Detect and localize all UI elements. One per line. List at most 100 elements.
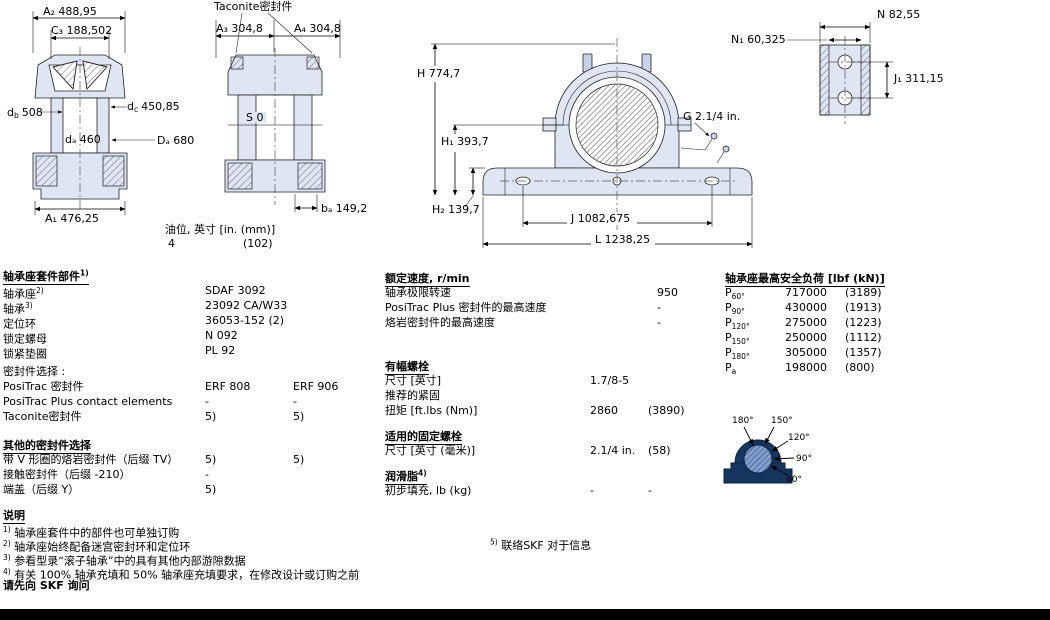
base-hatch-right (102, 155, 125, 187)
note-footer: 请先向 SKF 询问 (3, 579, 90, 592)
seal-row-positrac-plus: PosiTrac Plus contact elements-- (3, 395, 297, 408)
dim-l-label: L 1238,25 (595, 233, 650, 246)
dim-s-label: S 0 (246, 111, 263, 124)
split-lug-left (542, 117, 557, 132)
cap-bolt-size-row: 尺寸 [英寸]1.7/8-5 (385, 374, 630, 387)
grease-fill-row: 初步填充, lb (kg)-- (385, 484, 652, 497)
dim-j1-label: J₁ 311,15 (893, 72, 944, 85)
dim-da-label: dₐ 460 (65, 133, 101, 146)
speed-table-title: 额定速度, r/min (385, 272, 470, 287)
other-seals-title: 其他的密封件选择 (3, 439, 91, 454)
end-view-part (819, 36, 871, 124)
fix-bolt-size-row: 尺寸 [英寸 (毫米)]2.1/4 in.(58) (385, 444, 671, 457)
load-row-60: P60°717000(3189) (725, 286, 882, 302)
angle-150-label: 150° (771, 416, 793, 426)
footnote-5: 5) 联络SKF 对于信息 (490, 537, 592, 552)
dim-a4-label: A₄ 304,8 (294, 22, 341, 35)
section-view-dimensions (32, 11, 155, 215)
spec-row-housing: 轴承座2)SDAF 3092 (3, 284, 266, 301)
note-3: 3) 参看型录“滚子轴承”中的具有其他内部游隙数据 (3, 553, 246, 568)
bottom-bar (0, 609, 1050, 620)
roller-right-hatch (82, 60, 108, 90)
torque-value-row: 扭矩 [ft.lbs (Nm)]2860(3890) (385, 404, 685, 417)
dim-h1-label: H₁ 393,7 (441, 135, 489, 148)
grease-title: 润滑脂4) (385, 468, 427, 485)
spec-row-bearing: 轴承3)23092 CA/W33 (3, 299, 288, 316)
angle-120-label: 120° (788, 433, 810, 443)
speed-row-taconite: 烙岩密封件的最高速度- (385, 316, 661, 329)
note-1: 1) 轴承座套件中的部件也可单独订购 (3, 525, 180, 540)
dim-h2-label: H₂ 139,7 (432, 203, 480, 216)
dim-a3-label: A₃ 304,8 (216, 22, 263, 35)
front-view-dimensions (431, 43, 753, 248)
safe-load-title: 轴承座最高安全负荷 [lbf (kN)] (725, 272, 885, 287)
load-row-150: P150°250000(1112) (725, 331, 882, 347)
side-view-dimensions (215, 20, 341, 212)
split-lug-right (677, 117, 692, 132)
angle-60-label: 60° (786, 475, 802, 485)
roller-left-hatch (52, 60, 78, 90)
load-arrows (743, 426, 795, 476)
load-row-120: P120°275000(1223) (725, 316, 882, 332)
dim-c3-label: C₃ 188,502 (51, 24, 112, 37)
load-shaft-hatch (744, 445, 772, 473)
dim-j-label: J 1082,675 (570, 212, 630, 225)
load-row-180: P180°305000(1357) (725, 346, 882, 362)
side-view-part (224, 12, 326, 205)
grease-fitting-1 (710, 132, 718, 140)
angle-90-label: 90° (796, 454, 812, 464)
side-view-drawing: Taconite密封件 A₃ 304,8 A₄ 304,8 S 0 bₐ 149… (213, 0, 367, 215)
angle-180-label: 180° (732, 416, 754, 426)
base-hatch-left (227, 162, 253, 190)
front-view-part (482, 38, 753, 230)
note-2: 2) 轴承座始终配备迷宫密封环和定位环 (3, 539, 191, 554)
dim-h-label: H 774,7 (417, 67, 460, 80)
j-label-backing (567, 212, 637, 225)
oil-level-label: 油位, 英寸 [in. (mm)] (165, 223, 276, 236)
seal-left (230, 56, 244, 70)
end-cap-hatch-right (860, 44, 871, 116)
cap-profile (227, 54, 323, 96)
oil-level-inches: 4 (168, 237, 175, 250)
s-label-backing (244, 112, 266, 123)
cap-bolt-title: 有幅螺栓 (385, 360, 429, 375)
section-view-part (32, 47, 128, 209)
dim-n1-label: N₁ 60,325 (731, 33, 786, 46)
l-label-backing (591, 233, 655, 246)
front-view-drawing: H 774,7 H₁ 393,7 H₂ 139,7 G 2.1/4 in. J … (417, 38, 753, 248)
taconite-seal-label: Taconite密封件 (213, 0, 293, 13)
base-hatch-left (35, 155, 58, 187)
parts-table: 轴承座套件部件1) 轴承座2)SDAF 3092 轴承3)23092 CA/W3… (3, 268, 383, 593)
dome-inner-line (562, 70, 672, 126)
other-seal-row-tv: 带 V 形圈的烙岩密封件（后缀 TV）5)5) (3, 453, 305, 466)
dim-a2-label: A₂ 488,95 (43, 5, 97, 18)
end-view-drawing: N 82,55 N₁ 60,325 J₁ 311,15 (731, 8, 944, 124)
load-row-90: P90°430000(1913) (725, 301, 882, 317)
seal-right (306, 56, 320, 70)
notes-title: 说明 (3, 509, 25, 524)
dim-a1-label: A₁ 476,25 (45, 212, 99, 225)
dim-g-label: G 2.1/4 in. (683, 110, 740, 123)
base-hatch-right (297, 162, 323, 190)
parts-table-title: 轴承座套件部件1) (3, 268, 89, 285)
torque-label-row: 推荐的紧固 (385, 389, 440, 402)
end-view-dimensions (787, 22, 893, 99)
dim-ba-label: bₐ 149,2 (321, 202, 367, 215)
safe-load-table: 轴承座最高安全负荷 [lbf (kN)] P60°717000(3189) P9… (725, 270, 1045, 376)
speed-row-positrac-plus: PosiTrac Plus 密封件的最高速度- (385, 301, 661, 314)
note-4: 4) 有关 100% 轴承充填和 50% 轴承座充填要求，在修改设计或订购之前 (3, 567, 360, 582)
seal-choice-title: 密封件选择 : (3, 365, 66, 378)
grease-fitting-2 (722, 145, 730, 153)
other-seal-row-y: 端盖（后缀 Y）5) (3, 483, 217, 496)
